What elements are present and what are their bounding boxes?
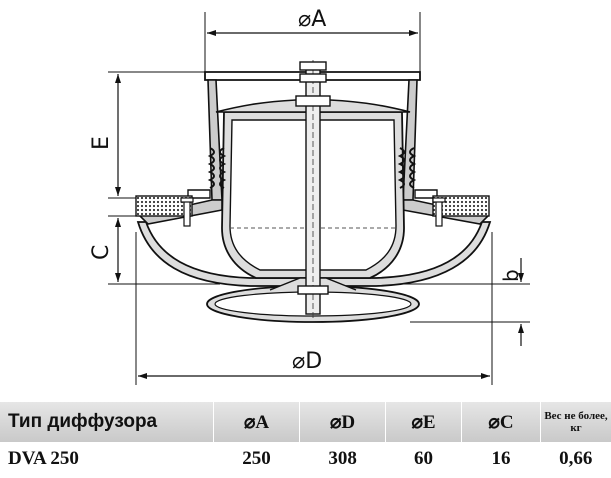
left-screw [180, 197, 194, 227]
header-weight: Вес не более,кг [540, 402, 611, 442]
dimension-d: ⌀D [135, 232, 493, 385]
header-diameter-e: ⌀E [385, 402, 462, 442]
header-weight-unit: кг [570, 422, 582, 434]
right-bellows [397, 147, 417, 189]
dimension-e: E [89, 71, 210, 199]
dimension-a-label: ⌀A [298, 7, 326, 32]
left-bellows [207, 147, 227, 189]
dimension-c: C [89, 215, 220, 285]
dimension-d-label: ⌀D [292, 349, 322, 374]
right-mesh-gasket [432, 195, 490, 217]
table-header-row: Тип диффузора ⌀A ⌀D ⌀E ⌀C Вес не более,к… [0, 402, 611, 442]
header-diameter-d: ⌀D [299, 402, 387, 442]
cell-diameter-c: 16 [491, 448, 511, 469]
dimension-e-label: E [89, 136, 114, 150]
cell-diameter-d: 308 [328, 448, 357, 469]
dimension-c-label: C [89, 245, 114, 260]
specification-table: Тип диффузора ⌀A ⌀D ⌀E ⌀C Вес не более,к… [0, 402, 611, 476]
header-weight-line1: Вес не более, [544, 410, 608, 422]
table-row: DVA 250 250 308 60 16 0,66 [0, 442, 611, 476]
left-mesh-gasket [135, 195, 193, 217]
cell-diameter-e: 60 [414, 448, 434, 469]
cell-model: DVA 250 [8, 448, 79, 469]
diffuser-technical-drawing: ⌀A E C b ⌀D [89, 7, 530, 385]
dimension-a: ⌀A [204, 7, 421, 72]
cell-diameter-a: 250 [242, 448, 271, 469]
right-screw [432, 197, 446, 227]
header-diffuser-type: Тип диффузора [0, 402, 214, 442]
dimension-b-label: b [499, 269, 523, 282]
header-diameter-c: ⌀C [461, 402, 542, 442]
cell-weight: 0,66 [559, 448, 593, 469]
header-diameter-a: ⌀A [213, 402, 301, 442]
outer-bowl [136, 221, 492, 287]
dimension-b: b [400, 258, 530, 346]
central-rod [295, 60, 331, 320]
